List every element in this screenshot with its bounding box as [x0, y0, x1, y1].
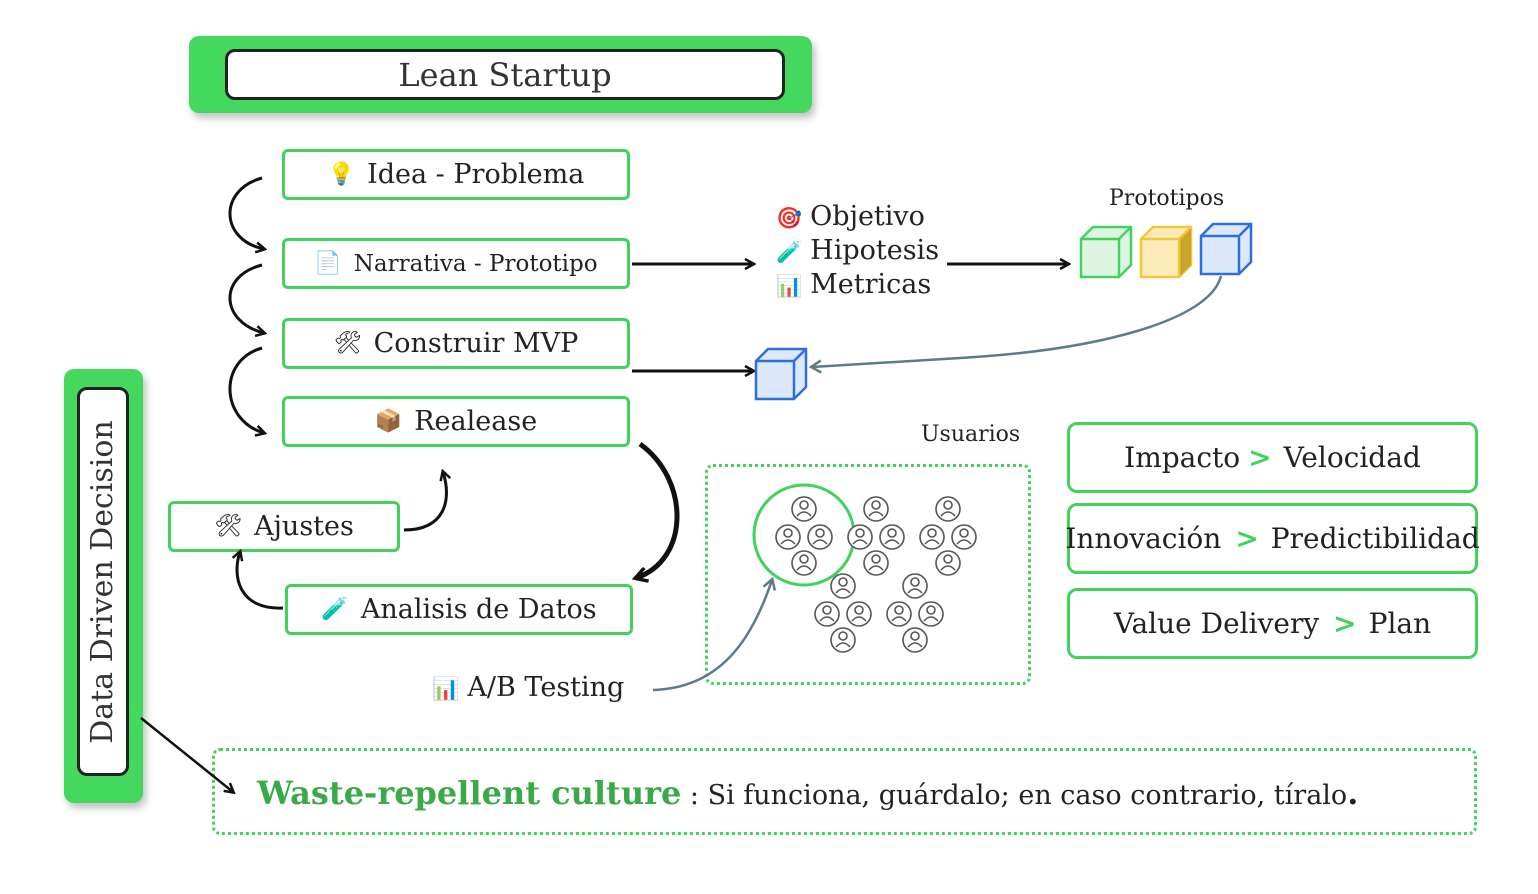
greater-than-sign: >	[1235, 522, 1259, 555]
principle-right: Plan	[1368, 607, 1432, 640]
step-realease: 📦 Realease	[282, 396, 630, 447]
cube-mvp-icon	[754, 347, 808, 401]
arrow-ddd-to-waste	[140, 717, 233, 792]
users-area	[705, 464, 1031, 685]
arrow-narrativa-to-mvp	[228, 263, 264, 333]
step-label: Idea - Problema	[367, 159, 585, 190]
page-title: Lean Startup	[225, 49, 785, 100]
arrow-release-to-analisis	[636, 441, 680, 578]
principle-left: Impacto	[1124, 441, 1241, 474]
usuarios-label: Usuarios	[921, 422, 1021, 447]
principle-right: Predictibilidad	[1270, 522, 1480, 555]
tools-icon: 🛠	[333, 331, 362, 356]
step-label: Realease	[414, 406, 538, 437]
goal-metricas: 📊 Metricas	[776, 269, 931, 300]
arrow-mvp-to-release	[228, 346, 264, 433]
cube-yellow-icon	[1139, 225, 1193, 279]
test-tube-icon: 🧪	[321, 597, 349, 622]
step-label: Narrativa - Prototipo	[353, 250, 598, 277]
users-group-icon	[847, 496, 905, 576]
target-icon: 🎯	[776, 206, 803, 230]
ab-testing-text: A/B Testing	[467, 672, 625, 703]
step-idea-problema: 💡 Idea - Problema	[282, 149, 630, 200]
step-construir-mvp: 🛠 Construir MVP	[282, 318, 630, 369]
arrow-ab-to-users	[652, 580, 772, 692]
lightbulb-icon: 💡	[327, 162, 356, 187]
ajustes-label: Ajustes	[254, 511, 354, 542]
waste-rest: : Si funciona, guárdalo; en caso contrar…	[681, 780, 1348, 811]
step-narrativa-prototipo: 📄 Narrativa - Prototipo	[282, 238, 630, 289]
goal-label: Objetivo	[810, 201, 925, 232]
bar-chart-icon: 📊	[776, 274, 803, 298]
test-tube-icon: 🧪	[776, 240, 803, 264]
prototipos-label: Prototipos	[1109, 186, 1225, 211]
users-group-highlighted-icon	[752, 483, 856, 587]
ajustes-box: 🛠 Ajustes	[168, 501, 400, 552]
arrow-ajustes-to-release	[403, 472, 446, 532]
arrow-prototype-to-mvp-cube	[812, 275, 1223, 367]
side-label-box	[77, 387, 129, 776]
goal-label: Metricas	[810, 269, 932, 300]
principle-innovacion-predictibilidad: Innovación > Predictibilidad	[1065, 503, 1480, 574]
principle-right: Velocidad	[1283, 441, 1421, 474]
document-icon: 📄	[314, 251, 342, 276]
step-label: Construir MVP	[373, 328, 579, 359]
waste-culture-text: Waste-repellent culture : Si funciona, g…	[257, 774, 1358, 812]
greater-than-sign: >	[1333, 607, 1357, 640]
analisis-datos-box: 🧪 Analisis de Datos	[285, 584, 633, 635]
users-group-icon	[919, 496, 977, 576]
waste-period: .	[1347, 774, 1359, 812]
greater-than-sign: >	[1248, 441, 1272, 474]
goal-label: Hipotesis	[810, 235, 940, 266]
principle-left: Value Delivery	[1113, 607, 1320, 640]
waste-culture-box	[212, 748, 1477, 835]
arrow-analisis-to-ajustes	[237, 552, 284, 610]
waste-highlight: Waste-repellent culture	[257, 774, 682, 812]
goal-hipotesis: 🧪 Hipotesis	[776, 235, 939, 266]
bar-chart-icon: 📊	[432, 677, 460, 702]
principle-left: Innovación	[1065, 522, 1222, 555]
users-group-icon	[814, 573, 872, 653]
analisis-label: Analisis de Datos	[360, 594, 597, 625]
cube-green-icon	[1079, 225, 1133, 279]
principle-value-delivery-plan: Value Delivery > Plan	[1067, 588, 1478, 659]
tools-icon: 🛠	[214, 514, 243, 539]
principle-impacto-velocidad: Impacto> Velocidad	[1067, 422, 1478, 493]
package-icon: 📦	[374, 409, 403, 434]
arrow-idea-to-narrativa	[228, 176, 264, 249]
goal-objetivo: 🎯 Objetivo	[776, 201, 925, 232]
users-group-icon	[886, 573, 944, 653]
ab-testing-label: 📊 A/B Testing	[432, 672, 624, 703]
cube-blue-icon	[1199, 222, 1253, 276]
